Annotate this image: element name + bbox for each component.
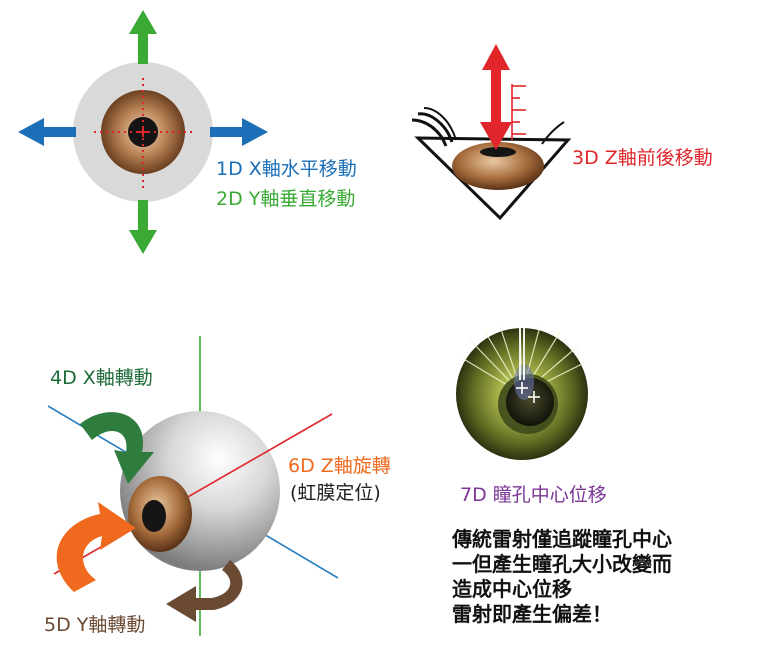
z-movement-eye [411, 44, 572, 221]
depth-scale [511, 84, 526, 140]
side-pupil [480, 147, 516, 157]
x-axis-arrows [18, 118, 268, 146]
label-6d-sub: (虹膜定位) [290, 482, 381, 504]
explanation-note: 傳統雷射僅追蹤瞳孔中心 一但產生瞳孔大小改變而 造成中心位移 雷射即產生偏差！ [452, 527, 672, 627]
note-line: 傳統雷射僅追蹤瞳孔中心 [452, 527, 672, 551]
z-rotation-arrow [56, 502, 136, 592]
label-6d: 6D Z軸旋轉 [288, 455, 391, 477]
label-1d: 1D X軸水平移動 [216, 158, 357, 180]
side-iris [452, 142, 544, 190]
eyelash [541, 121, 565, 145]
red-crosshair [94, 78, 192, 188]
eyelash [417, 112, 454, 143]
pupil-center-markers [516, 382, 540, 403]
note-line: 一但產生瞳孔大小改變而 [452, 552, 672, 576]
sphere-pupil [142, 500, 166, 532]
x-rotation-arrow [80, 412, 154, 484]
label-3d: 3D Z軸前後移動 [572, 147, 713, 169]
xy-movement-eye [18, 10, 268, 254]
label-5d: 5D Y軸轉動 [44, 614, 146, 636]
note-line: 造成中心位移 [452, 577, 572, 601]
note-line: 雷射即產生偏差！ [452, 602, 612, 626]
label-4d: 4D X軸轉動 [50, 367, 153, 389]
pupil-shift-eye [456, 318, 588, 460]
laser-beam [519, 318, 525, 380]
y-rotation-arrow [166, 560, 243, 622]
rotation-eye [47, 336, 339, 636]
label-7d: 7D 瞳孔中心位移 [460, 484, 607, 506]
y-axis-arrows [129, 10, 157, 254]
eyelash [423, 107, 457, 141]
eyelash [411, 118, 448, 147]
z-axis-arrow [480, 44, 512, 150]
label-2d: 2D Y軸垂直移動 [216, 188, 356, 210]
z-rotation-axis [53, 413, 333, 575]
